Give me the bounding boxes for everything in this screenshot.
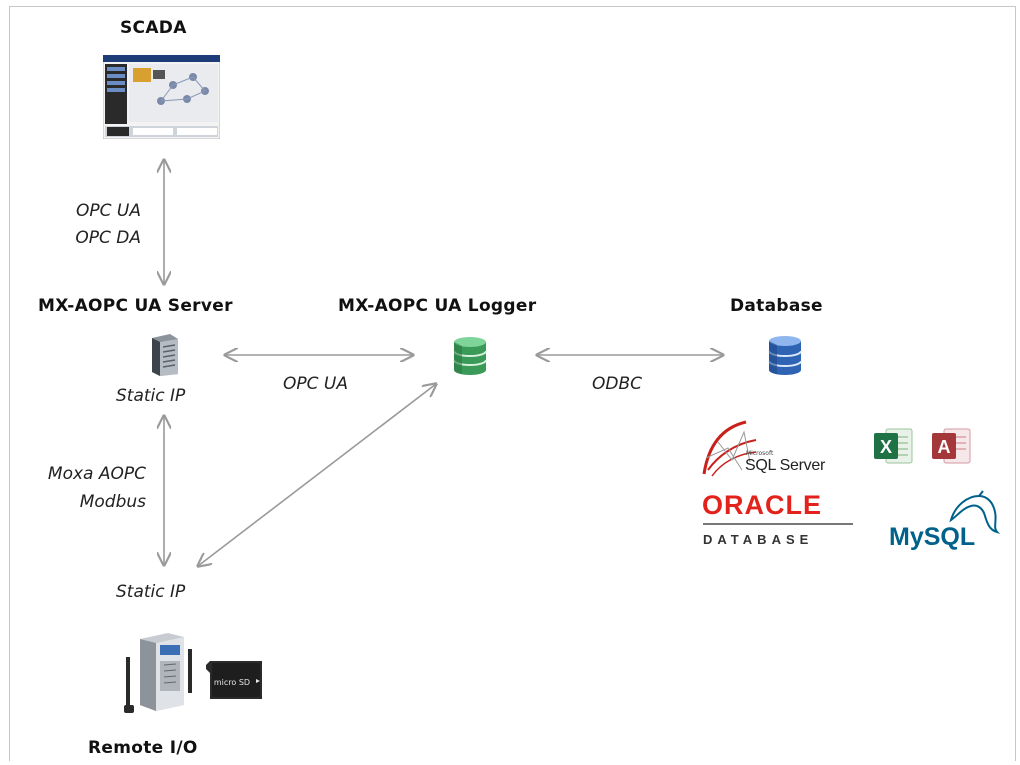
mysql-logo-text: MySQL: [889, 523, 976, 551]
remote-ip-label: Static IP: [116, 582, 186, 602]
excel-icon: X: [874, 428, 913, 464]
link-label-opc-ua: OPC UA: [76, 201, 141, 221]
access-letter: A: [938, 437, 951, 457]
oracle-logo-divider: [703, 523, 853, 525]
server-ip-label: Static IP: [116, 386, 186, 406]
micro-sd-label: micro SD: [214, 678, 250, 687]
sql-server-vendor: Microsoft: [746, 450, 774, 457]
sql-server-name: SQL Server: [745, 457, 825, 474]
excel-letter: X: [880, 437, 892, 457]
link-label-modbus: Modbus: [79, 492, 146, 512]
link-label-server-logger: OPC UA: [283, 374, 348, 394]
oracle-logo-text: ORACLE: [702, 490, 822, 520]
link-label-logger-database: ODBC: [592, 374, 643, 394]
micro-sd-card-icon: micro SD: [206, 661, 262, 699]
link-label-opc-da: OPC DA: [75, 228, 141, 248]
diagram-frame: [9, 6, 1016, 761]
mysql-dolphin-icon: [949, 490, 1001, 534]
remote-io-device-icon: [124, 633, 192, 713]
access-icon: A: [932, 428, 971, 464]
database-title: Database: [730, 296, 823, 316]
scada-screenshot-icon: [103, 55, 220, 139]
server-title: MX-AOPC UA Server: [38, 296, 233, 316]
link-label-moxa-aopc: Moxa AOPC: [47, 464, 146, 484]
oracle-logo-subtext: DATABASE: [703, 532, 814, 547]
remote-io-title: Remote I/O: [88, 738, 198, 758]
database-icon: [768, 336, 802, 375]
logger-database-icon: [453, 337, 487, 375]
arrow-remote-logger: [198, 384, 436, 566]
server-tower-icon: [152, 334, 178, 376]
sql-server-logo-icon: [702, 420, 757, 477]
scada-title: SCADA: [120, 18, 187, 38]
logger-title: MX-AOPC UA Logger: [338, 296, 537, 316]
